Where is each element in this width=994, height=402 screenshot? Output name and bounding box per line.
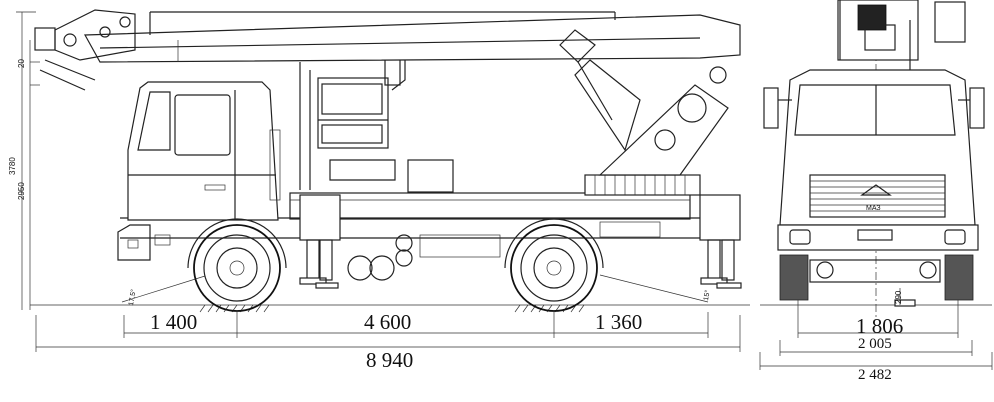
- brand-badge: МАЗ: [866, 205, 881, 212]
- cab-height-dim: 2950: [17, 182, 26, 200]
- top-gap-dim: 20: [17, 59, 26, 68]
- total-height-dim: 3780: [8, 157, 17, 175]
- track-width-dim: 1 806: [856, 314, 904, 338]
- outer-width-dim: 2 005: [858, 336, 892, 352]
- overall-length-dim: 8 940: [366, 348, 414, 372]
- front-view: [759, 0, 993, 370]
- side-view: [16, 9, 750, 352]
- rear-overhang-dim: 1 360: [595, 310, 643, 334]
- wheelbase-dim: 4 600: [364, 310, 412, 334]
- ground-clearance-dim: 290: [894, 290, 903, 304]
- overall-width-dim: 2 482: [858, 367, 892, 383]
- front-overhang-dim: 1 400: [150, 310, 198, 334]
